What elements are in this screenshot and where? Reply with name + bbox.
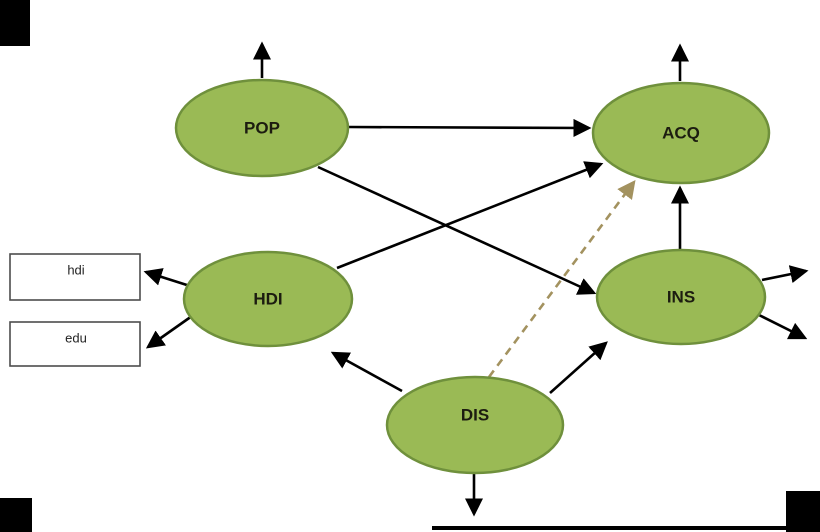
- edge-ins-output-arrow-1: [761, 265, 809, 284]
- edge-dis-to-hdi: [330, 351, 403, 393]
- node-dis-label: DIS: [461, 405, 489, 424]
- scan-artifact-top-left: [0, 0, 30, 46]
- edge-hdi-to-edu-indicator: [145, 314, 193, 349]
- edge-dis-to-ins: [549, 341, 608, 394]
- node-ins-label: INS: [667, 287, 695, 306]
- node-pop: POP: [174, 78, 350, 178]
- node-ins-ellipse: [595, 248, 767, 346]
- node-hdi: HDI: [182, 250, 354, 348]
- edge-pop-to-ins: [317, 165, 597, 295]
- node-ins: INS: [595, 248, 767, 346]
- node-pop-label: POP: [244, 118, 280, 137]
- indicator-hdi-box: [9, 253, 141, 301]
- indicator-edu-label: edu: [65, 330, 87, 345]
- indicator-edu: edu: [9, 321, 141, 367]
- indicator-hdi-label: hdi: [67, 262, 84, 277]
- scan-artifact-bottom-right: [786, 491, 820, 532]
- node-hdi-ellipse: [182, 250, 354, 348]
- edge-hdi-to-hdi-indicator: [143, 268, 191, 288]
- node-acq: ACQ: [591, 81, 771, 185]
- node-acq-label: ACQ: [662, 123, 700, 142]
- indicator-edu-box: [9, 321, 141, 367]
- node-hdi-label: HDI: [253, 289, 282, 308]
- node-pop-ellipse: [174, 78, 350, 178]
- scan-artifact-bottom-left: [0, 498, 32, 532]
- scan-artifact-bottom-line: [432, 526, 820, 530]
- indicator-hdi: hdi: [9, 253, 141, 301]
- edge-hdi-to-acq: [336, 161, 604, 270]
- edge-ins-output-arrow-2: [758, 313, 808, 340]
- edge-dis-to-acq-dashed: [487, 179, 636, 378]
- node-dis-ellipse: [385, 375, 565, 475]
- node-dis: DIS: [385, 375, 565, 475]
- node-acq-ellipse: [591, 81, 771, 185]
- edge-pop-to-acq: [348, 118, 592, 138]
